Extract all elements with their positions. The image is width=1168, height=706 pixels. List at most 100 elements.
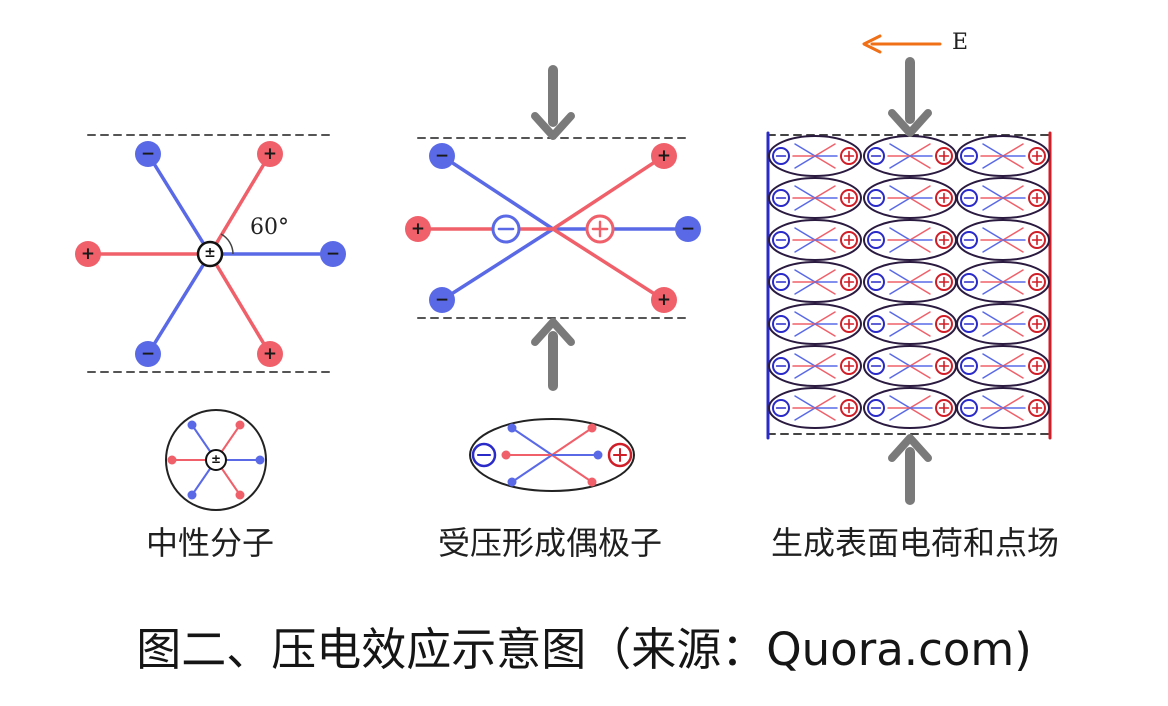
dipole-cell-bond <box>909 281 931 295</box>
ion-left-sign: + <box>81 243 95 263</box>
bond-0 <box>146 152 212 256</box>
dipole-cell <box>956 345 1050 387</box>
dipole-ion-left-disc <box>405 216 431 242</box>
dipole-cell-bond <box>814 281 836 295</box>
ion-top-left-disc <box>135 141 161 167</box>
pressure-arrow-top <box>531 65 575 140</box>
angle-label: 60° <box>250 215 289 240</box>
dipole-cell-bond <box>909 269 931 283</box>
dipole-cell-bond <box>1002 227 1024 241</box>
dipole-cell-positive <box>1028 357 1046 375</box>
dipole-cell-bond <box>889 185 911 199</box>
dipole-ion-left-sign: + <box>411 218 425 238</box>
dipole-cell-bond <box>982 407 1004 421</box>
dipole-cell-negative <box>960 399 978 417</box>
field-arrow-head <box>862 34 882 54</box>
dipole-cell-negative <box>867 147 885 165</box>
neutral-molecule-icon: ± <box>165 409 267 511</box>
ion-top-right-disc <box>257 141 283 167</box>
dipole-cell-positive <box>935 147 953 165</box>
bond-4 <box>146 252 212 356</box>
dipole-cell-bond <box>794 269 816 283</box>
dipole-cell-bond <box>814 269 836 283</box>
bond-1 <box>208 152 272 256</box>
dipole-positive-center <box>585 214 615 244</box>
dipole-cell-bond <box>794 395 816 409</box>
dipole-cell-bond <box>814 155 836 169</box>
ion-right: − <box>320 241 346 267</box>
mini-atom-2 <box>167 455 177 465</box>
dipole-cell-bond <box>889 353 911 367</box>
dipole-cell-positive <box>935 273 953 291</box>
dipole-mini-atom-1 <box>507 477 517 487</box>
angle-arc <box>220 233 234 255</box>
dipole-cell-bond <box>814 395 836 409</box>
dipole-cell-bond <box>982 155 1004 169</box>
dipole-cell <box>956 135 1050 177</box>
dipole-cell-bond <box>794 227 816 241</box>
dipole-cell <box>863 177 957 219</box>
dipole-cell-positive <box>840 231 858 249</box>
dipole-cell-bond <box>889 281 911 295</box>
center-ion-ring <box>196 240 224 268</box>
dipole-cell-positive <box>1028 231 1046 249</box>
dipole-cell-positive <box>840 315 858 333</box>
dipole-cell-bond <box>909 239 931 253</box>
dipole-cell-bond <box>814 407 836 421</box>
dipole-cell-positive <box>840 357 858 375</box>
dipole-cell-bond <box>909 197 931 211</box>
dipole-cell-bond <box>909 365 931 379</box>
mini-atom-5 <box>235 490 245 500</box>
dipole-cell-bond <box>814 365 836 379</box>
dipole-cell-bond <box>814 185 836 199</box>
dipole-cell-bond <box>794 155 816 169</box>
dipole-cell-bond <box>982 323 1004 337</box>
dipole-cell-bond <box>982 311 1004 325</box>
ion-top-right-sign: + <box>263 143 277 163</box>
dipole-mini-negative <box>471 442 497 468</box>
bond-pos-top <box>551 154 666 231</box>
dipole-mini-atom-5 <box>593 450 603 460</box>
dipole-cell-negative <box>772 273 790 291</box>
caption-dipole-under-pressure: 受压形成偶极子 <box>437 524 662 562</box>
ion-bottom-left: − <box>135 341 161 367</box>
dipole-cell <box>768 303 862 345</box>
dipole-ion-top-right-sign: + <box>657 145 671 165</box>
dipole-cell-bond <box>889 155 911 169</box>
ion-right-sign: − <box>326 243 340 263</box>
dipole-cell-bond <box>982 143 1004 157</box>
dipole-cell-bond <box>982 281 1004 295</box>
dipole-cell-positive <box>840 273 858 291</box>
dipole-cell <box>768 387 862 429</box>
dipole-cell-bond <box>794 185 816 199</box>
dipole-cell-bond <box>909 311 931 325</box>
dipole-ion-top-left-disc <box>429 143 455 169</box>
dipole-cell-bond <box>794 353 816 367</box>
pressure-arrow-top-head <box>531 112 575 140</box>
pressure-arrow-bottom <box>531 318 575 391</box>
dipole-cell-bond <box>982 197 1004 211</box>
dipole-cell-bond <box>1002 395 1024 409</box>
mini-atom-4 <box>187 490 197 500</box>
panel-neutral-molecule: 60° <box>86 134 336 373</box>
dipole-cell-positive <box>1028 273 1046 291</box>
dipole-cell-negative <box>960 357 978 375</box>
ion-left: + <box>75 241 101 267</box>
mini-atom-1 <box>235 420 245 430</box>
bond-neg-bottom <box>440 227 555 302</box>
dipole-cell-bond <box>889 311 911 325</box>
dipole-cell <box>768 261 862 303</box>
dipole-cell-negative <box>867 231 885 249</box>
center-ion: ± <box>196 240 224 268</box>
figure-title: 图二、压电效应示意图（来源：Quora.com) <box>136 623 1032 676</box>
dipole-ion-right-sign: − <box>681 218 695 238</box>
dipole-cell-bond <box>889 395 911 409</box>
ion-bottom-right-sign: + <box>263 343 277 363</box>
dipole-cell-bond <box>909 227 931 241</box>
dipole-cell <box>768 345 862 387</box>
ion-bottom-left-sign: − <box>141 343 155 363</box>
dipole-cell-bond <box>889 227 911 241</box>
dipole-cell <box>956 219 1050 261</box>
dipole-ion-bottom-right: + <box>651 287 677 313</box>
dipole-cell-negative <box>867 357 885 375</box>
